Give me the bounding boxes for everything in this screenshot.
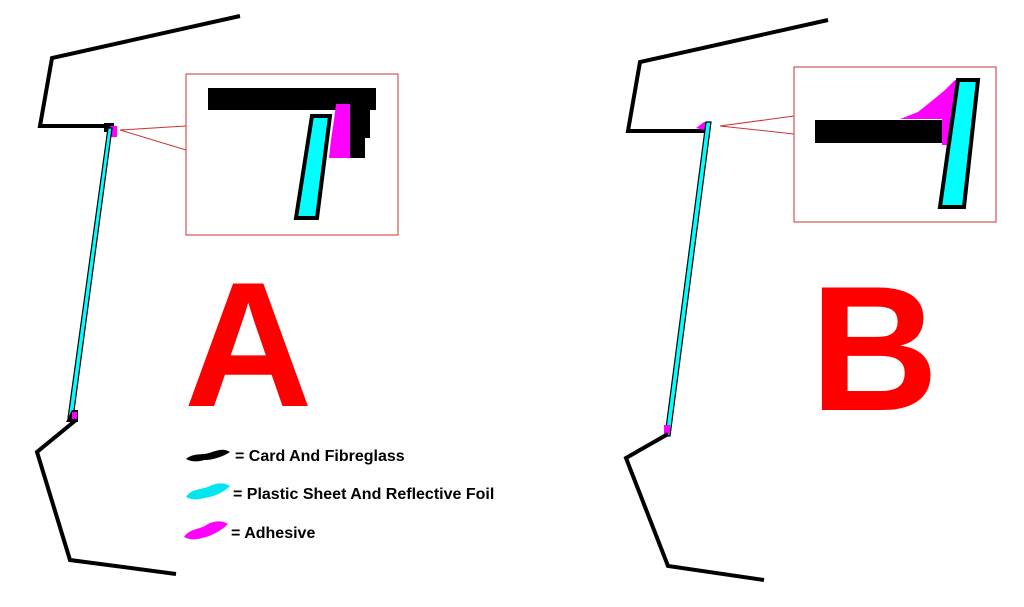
sheet-swatch-icon bbox=[186, 483, 230, 500]
diagram-a: A = Card And Fibreglass = Plastic Sheet … bbox=[34, 14, 494, 576]
zoom-card-b bbox=[815, 120, 947, 143]
zoom-adhesive-a bbox=[329, 104, 350, 158]
card-swatch-icon bbox=[186, 449, 230, 462]
label-b: B bbox=[810, 249, 939, 448]
callout-pointer-b bbox=[719, 115, 795, 135]
adhesive-swatch-icon bbox=[184, 521, 228, 540]
legend-item-sheet: = Plastic Sheet And Reflective Foil bbox=[186, 483, 494, 503]
legend: = Card And Fibreglass = Plastic Sheet An… bbox=[184, 448, 494, 542]
legend-text-card: = Card And Fibreglass bbox=[235, 448, 405, 465]
panel-a bbox=[67, 127, 113, 419]
lower-frame-b bbox=[623, 432, 765, 582]
bottom-adhesive-a bbox=[72, 412, 77, 419]
upper-frame-b bbox=[625, 18, 829, 133]
legend-text-sheet: = Plastic Sheet And Reflective Foil bbox=[233, 486, 494, 503]
lower-frame-a bbox=[34, 418, 177, 576]
diagram-b: B bbox=[623, 18, 997, 582]
legend-text-adhesive: = Adhesive bbox=[231, 525, 315, 542]
upper-frame-a bbox=[37, 14, 241, 128]
legend-item-card: = Card And Fibreglass bbox=[186, 448, 405, 465]
zoom-panel-a bbox=[293, 114, 333, 220]
zoom-adhesive-b bbox=[900, 80, 957, 145]
zoom-card-a bbox=[208, 88, 376, 158]
legend-item-adhesive: = Adhesive bbox=[184, 521, 315, 542]
zoom-panel-b bbox=[937, 78, 981, 209]
label-a: A bbox=[184, 245, 313, 444]
panel-b bbox=[664, 121, 712, 437]
bottom-adhesive-b bbox=[664, 425, 670, 434]
callout-pointer-a bbox=[119, 125, 187, 151]
